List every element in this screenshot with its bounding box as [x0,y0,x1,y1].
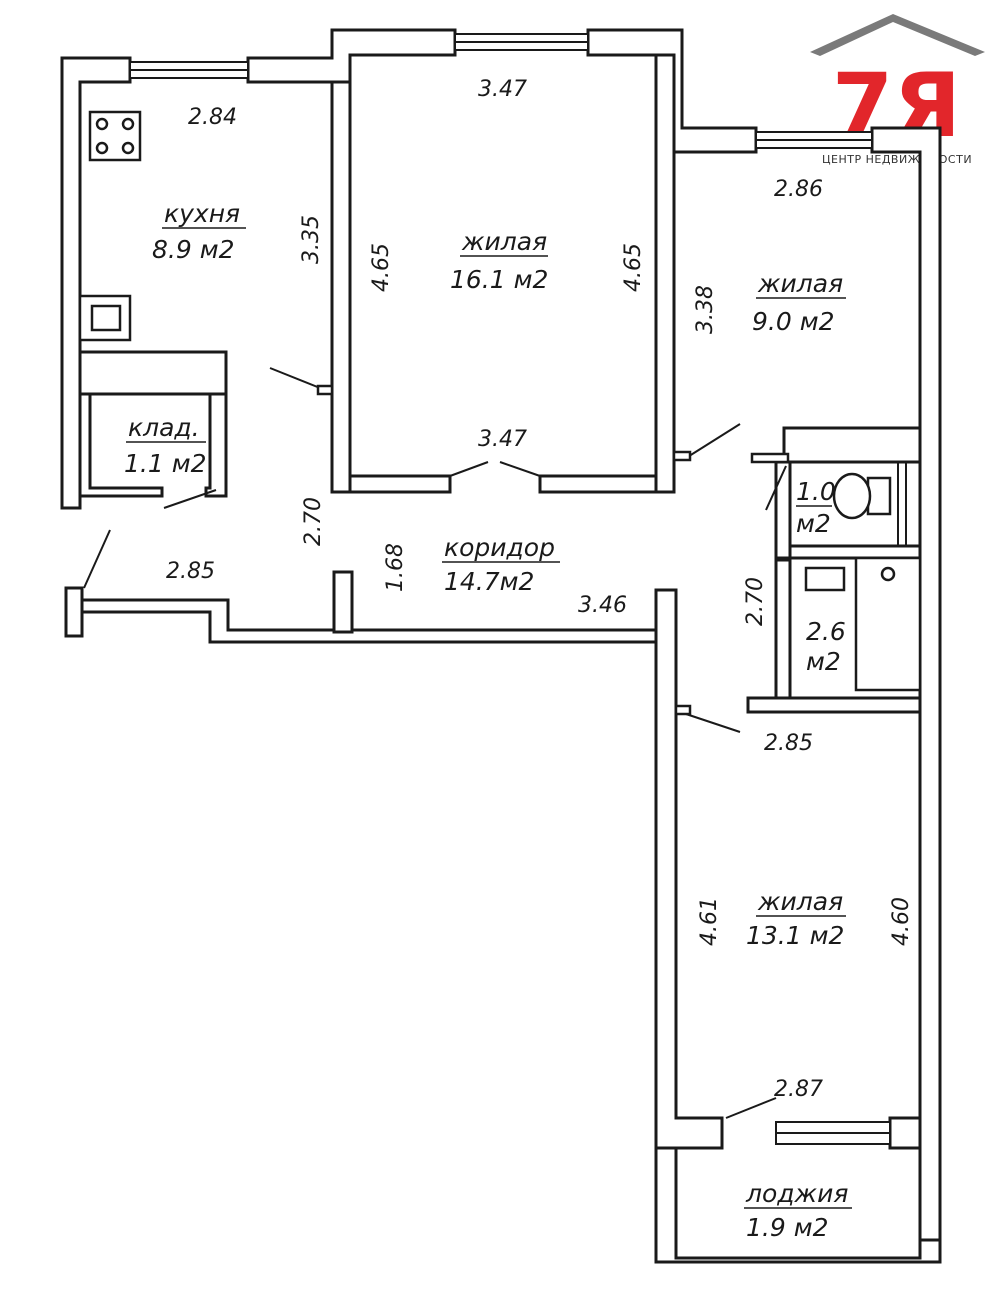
door-pantry [163,489,217,509]
wall-loggia [654,1146,942,1264]
pantry-area: 1.1 м2 [124,449,206,478]
big-room-area: 16.1 м2 [450,265,548,294]
corridor-name: коридор [444,533,555,562]
wall-bottom-room-left [654,588,724,1150]
door-wc [765,465,787,511]
stove-icon [88,110,142,162]
dim-bath-height: 2.70 [743,577,768,626]
bathtub-icon [854,556,922,692]
big-room-name: жилая [461,227,547,256]
wall-entrance [64,586,84,638]
door-bottom-room [679,711,741,733]
wall-bath-bottom [746,696,922,714]
dim-kitchen-height: 3.35 [299,215,324,264]
dim-bigroom-left: 4.65 [369,243,394,292]
dim-bottomroom-bottom: 2.87 [774,1077,823,1102]
wc-area-unit: м2 [796,509,831,538]
wc-area-value: 1.0 [796,477,836,506]
fixtures [78,110,922,692]
dim-corridor-mid: 1.68 [383,543,408,592]
dim-bottomroom-top: 2.85 [764,731,813,756]
small-room-area: 9.0 м2 [752,307,834,336]
door-loggia [725,1097,777,1119]
door-smallroom [685,423,741,459]
room-labels: кухня 8.9 м2 жилая 16.1 м2 жилая 9.0 м2 … [124,199,852,1242]
bath-area-unit: м2 [806,647,841,676]
dim-smallroom-left: 3.38 [693,285,718,334]
wall-kitchen-top-right [246,28,457,84]
loggia-name: лоджия [745,1179,848,1208]
bottom-room-name: жилая [757,887,843,916]
wall-corridor-stub [332,570,354,634]
dim-corridor-vertical: 2.70 [301,497,326,546]
dim-bigroom-top: 3.47 [478,77,527,102]
wall-kitchen-bigroom [330,80,352,494]
wall-corridor-bottom [80,598,658,644]
dim-bottomroom-left: 4.61 [697,897,722,946]
wall-wc-left [774,460,792,560]
bottom-room-area: 13.1 м2 [746,921,844,950]
wall-bigroom-smallroom [654,53,676,494]
toilet-icon [832,472,892,520]
sink-icon [78,294,132,342]
wall-kitchen-bottom [78,350,228,396]
door-entrance [83,529,111,589]
dim-bigroom-right: 4.65 [621,243,646,292]
wall-bigroom-bottom-right [538,474,658,494]
wall-pantry-right [204,392,228,498]
dim-bigroom-bottom: 3.47 [478,427,527,452]
wall-smallroom-bottom [782,426,922,464]
wall-wc-bath [788,544,922,560]
door-bigroom-left [449,461,489,477]
wall-pantry [78,392,164,498]
kitchen-name: кухня [164,199,240,228]
doors [83,367,790,1119]
dim-corridor-left: 2.85 [166,559,215,584]
basin-icon [804,566,846,592]
door-bigroom-right [499,461,541,477]
dim-smallroom-top: 2.86 [774,177,823,202]
pantry-name: клад. [128,413,200,442]
dim-kitchen-width: 2.84 [188,105,237,130]
wall-bigroom-bottom-left [348,474,452,494]
bath-area-value: 2.6 [806,617,846,646]
dimension-labels: 2.84 3.35 3.47 4.65 4.65 3.47 2.86 3.38 … [166,77,914,1102]
logo-tagline: ЦЕНТР НЕДВИЖИМОСТИ [822,153,972,166]
corridor-area: 14.7м2 [444,567,534,596]
interior-walls [78,53,922,714]
loggia-area: 1.9 м2 [746,1213,828,1242]
dim-bottomroom-right: 4.60 [889,897,914,946]
dim-corridor-right: 3.46 [578,593,627,618]
small-room-name: жилая [757,269,843,298]
logo-roof-icon [810,14,985,56]
wall-bottom-room-bottom-right [888,1116,922,1150]
windows [129,33,891,1145]
kitchen-area: 8.9 м2 [152,235,234,264]
wall-bath-left [774,558,792,700]
